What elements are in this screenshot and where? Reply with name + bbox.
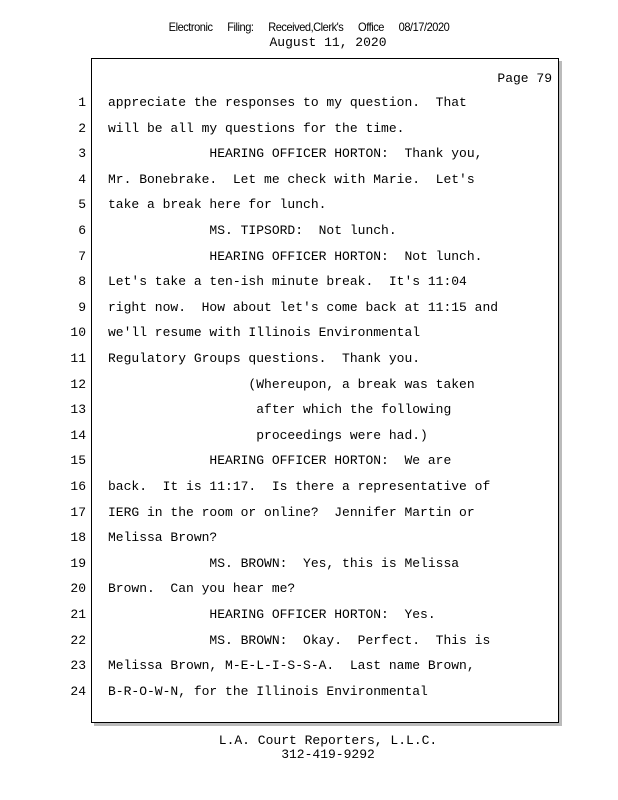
line-number: 11 xyxy=(70,351,86,366)
line-text: right now. How about let's come back at … xyxy=(108,299,499,315)
line-number: 9 xyxy=(78,299,86,315)
line-number: 8 xyxy=(78,274,86,290)
line-number: 1 xyxy=(78,95,86,110)
line-number: 16 xyxy=(70,479,86,494)
line-text: MS. BROWN: Okay. Perfect. This is xyxy=(108,632,491,648)
line-text: Melissa Brown, M-E-L-I-S-S-A. Last name … xyxy=(108,658,475,674)
line-number: 7 xyxy=(78,248,86,264)
line-text: (Whereupon, a break was taken xyxy=(108,376,475,392)
line-number: 17 xyxy=(70,504,86,520)
line-number: 13 xyxy=(70,402,86,418)
line-number: 6 xyxy=(78,223,86,238)
line-number: 19 xyxy=(70,555,86,571)
line-number: 10 xyxy=(70,325,86,341)
line-number: 23 xyxy=(70,658,86,674)
line-text: take a break here for lunch. xyxy=(108,197,327,213)
line-text: Mr. Bonebrake. Let me check with Marie. … xyxy=(108,171,475,187)
footer-company: L.A. Court Reporters, L.L.C. xyxy=(218,733,438,748)
filing-date: 08/17/2020 xyxy=(398,20,450,34)
line-number: 12 xyxy=(70,376,86,392)
filing-word: Filing: xyxy=(227,20,254,34)
line-number: 15 xyxy=(70,453,86,469)
line-text: Regulatory Groups questions. Thank you. xyxy=(108,351,421,366)
line-number: 20 xyxy=(70,581,86,597)
line-text: back. It is 11:17. Is there a representa… xyxy=(108,479,491,494)
line-number: 22 xyxy=(70,632,86,648)
line-number: 18 xyxy=(70,530,86,546)
line-text: Brown. Can you hear me? xyxy=(108,581,296,597)
line-text: B-R-O-W-N, for the Illinois Environmenta… xyxy=(108,683,428,699)
line-number: 4 xyxy=(78,171,86,187)
line-text: appreciate the responses to my question.… xyxy=(108,95,467,110)
line-text: will be all my questions for the time. xyxy=(108,120,405,136)
filing-word: Received,Clerk's xyxy=(268,20,344,34)
line-text: Let's take a ten-ish minute break. It's … xyxy=(108,274,467,290)
line-text: IERG in the room or online? Jennifer Mar… xyxy=(108,504,475,520)
line-text: proceedings were had.) xyxy=(108,427,428,443)
line-text: HEARING OFFICER HORTON: Yes. xyxy=(108,607,436,622)
line-number: 14 xyxy=(70,427,86,443)
line-number: 3 xyxy=(78,146,86,162)
line-number: 2 xyxy=(78,120,86,136)
line-text: Melissa Brown? xyxy=(108,530,218,546)
transcript-page: Page 79 1 appreciate the responses to my … xyxy=(70,58,559,723)
filing-word: Electronic xyxy=(168,20,213,34)
footer-phone: 312-419-9292 xyxy=(281,747,375,762)
page-number: Page 79 xyxy=(497,71,552,86)
line-number: 5 xyxy=(78,197,86,213)
hearing-date: August 11, 2020 xyxy=(269,35,387,50)
line-text: HEARING OFFICER HORTON: We are xyxy=(108,453,452,469)
filing-word: Office xyxy=(358,20,384,34)
line-text: HEARING OFFICER HORTON: Not lunch. xyxy=(108,248,483,264)
line-text: we'll resume with Illinois Environmental xyxy=(108,325,421,341)
line-text: MS. BROWN: Yes, this is Melissa xyxy=(108,555,460,571)
line-number: 24 xyxy=(70,683,86,699)
line-text: HEARING OFFICER HORTON: Thank you, xyxy=(108,146,483,162)
line-number: 21 xyxy=(70,607,86,622)
filing-stamp: Electronic Filing: Received,Clerk's Office 0… xyxy=(25,20,594,34)
line-text: after which the following xyxy=(108,402,452,418)
line-text: MS. TIPSORD: Not lunch. xyxy=(108,223,397,238)
